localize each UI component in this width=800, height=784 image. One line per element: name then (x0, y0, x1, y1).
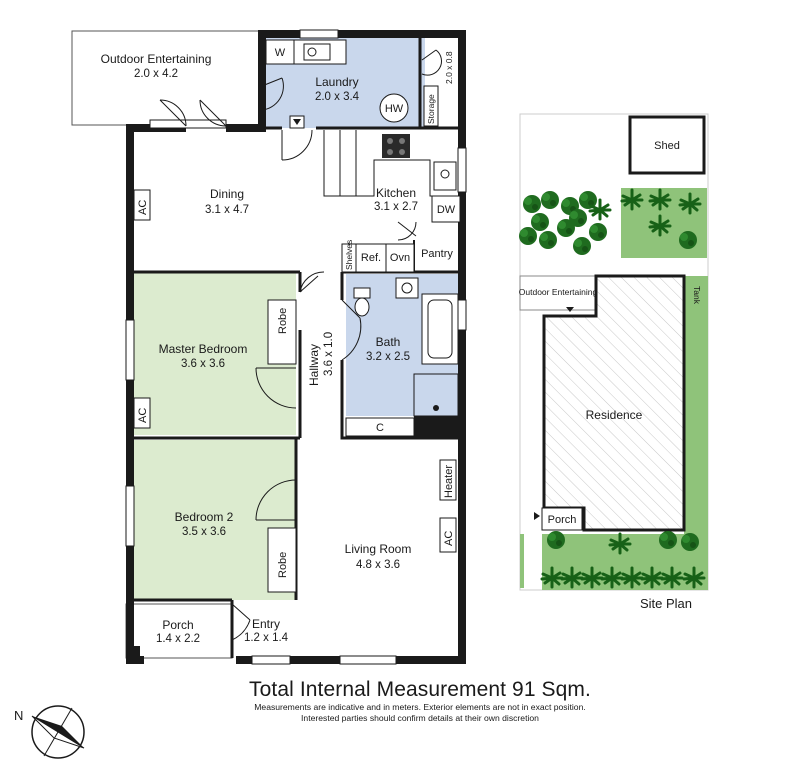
hot-water-unit (379, 93, 409, 123)
master-bedroom-name: Master Bedroom (159, 342, 248, 356)
basin-tap-icon (401, 282, 413, 294)
fridge-label: Ref. (361, 252, 381, 264)
outdoor-entertaining-name: Outdoor Entertaining (101, 52, 212, 66)
site-outdoor-entertaining (519, 275, 597, 311)
dining-name: Dining (210, 187, 244, 201)
laundry-name: Laundry (315, 75, 358, 89)
entry-dims: 1.2 x 1.4 (244, 632, 289, 644)
bath-wall-block (414, 416, 462, 438)
ac-unit (133, 397, 151, 429)
oven-box (385, 243, 415, 273)
fridge-box (355, 243, 387, 273)
residence-label: Residence (586, 408, 643, 422)
toilet-bowl-icon (354, 297, 370, 317)
footer: Total Internal Measurement 91 Sqm. Measu… (120, 678, 720, 724)
dishwasher-box (431, 195, 461, 223)
porch-pillar (126, 646, 140, 662)
kitchen-name: Kitchen (376, 186, 416, 200)
storage-label: Storage (426, 94, 436, 124)
disclaimer-line-2: Interested parties should confirm detail… (301, 713, 539, 723)
washer-label: W (275, 47, 286, 59)
dishwasher-label: DW (437, 204, 456, 216)
burner-icon (387, 138, 393, 144)
windows (125, 29, 467, 665)
ac-label-living: AC (443, 531, 455, 546)
laundry-arrow-glyph (293, 119, 301, 125)
robe-master (267, 299, 297, 365)
total-measurement: Total Internal Measurement 91 Sqm. (249, 678, 591, 701)
tank-label: Tank (692, 286, 702, 305)
pantry-label: Pantry (421, 248, 453, 260)
storage-box (423, 85, 439, 127)
living-room-name: Living Room (345, 542, 412, 556)
dining-dims: 3.1 x 4.7 (205, 204, 249, 216)
compass-rose: N (14, 705, 85, 759)
bedroom-2-name: Bedroom 2 (175, 510, 234, 524)
site-porch-label: Porch (548, 514, 577, 526)
shed (628, 115, 706, 175)
site-porch-arrow-icon (534, 512, 540, 520)
bathtub-inner-icon (427, 299, 453, 359)
burner-icon (399, 138, 405, 144)
site-plan-title: Site Plan (639, 596, 693, 611)
outdoor-entertaining-dims: 2.0 x 4.2 (134, 68, 178, 80)
compass-north-label: N (14, 708, 23, 723)
heater-label: Heater (443, 465, 455, 498)
bedroom-2-dims: 3.5 x 3.6 (182, 526, 226, 538)
hallway-name: Hallway (307, 344, 321, 386)
site-porch (541, 507, 583, 531)
site-arrow-icon (566, 307, 574, 312)
side-garden (684, 276, 708, 534)
burner-icon (399, 149, 405, 155)
oven-label: Ovn (390, 252, 410, 264)
shed-label: Shed (654, 140, 680, 152)
ac-unit (133, 189, 151, 221)
robe-label-bedroom-2: Robe (277, 552, 289, 578)
kitchen-dims: 3.1 x 2.7 (374, 201, 418, 213)
cooktop (382, 134, 410, 158)
hallway-dims: 3.6 x 1.0 (323, 332, 335, 376)
burner-icon (387, 149, 393, 155)
doors (159, 49, 442, 641)
ac-label-master: AC (137, 408, 149, 423)
robe-bedroom-2 (267, 527, 297, 593)
porch-dims: 1.4 x 2.2 (156, 633, 200, 645)
ac-unit (439, 517, 457, 553)
hot-water-label: HW (385, 103, 404, 115)
kitchen-bench (323, 130, 460, 197)
site-plan: Shed Outdoor Entertaining Tank Residence… (519, 113, 709, 591)
site-outdoor-entertaining-label: Outdoor Entertaining (519, 287, 598, 297)
ac-label-dining: AC (137, 200, 149, 215)
cupboard-box (345, 417, 415, 437)
bath-dims: 3.2 x 2.5 (366, 351, 410, 363)
robe-label-master: Robe (277, 308, 289, 334)
kitchen-sink-icon (433, 161, 457, 191)
shelves-label: Shelves (344, 240, 354, 270)
porch-name: Porch (162, 618, 193, 632)
bath-name: Bath (376, 335, 401, 349)
laundry-dims: 2.0 x 3.4 (315, 91, 360, 103)
disclaimer-line-1: Measurements are indicative and in meter… (254, 702, 586, 712)
living-room-dims: 4.8 x 3.6 (356, 559, 400, 571)
kitchen-tap-icon (440, 169, 450, 179)
basin-icon (395, 277, 419, 299)
shower-drain-icon (433, 405, 439, 411)
master-bedroom-dims: 3.6 x 3.6 (181, 358, 225, 370)
toilet-icon (353, 287, 371, 299)
storage-dims: 2.0 x 0.8 (444, 51, 454, 84)
front-strip (520, 534, 524, 588)
laundry-tap-icon (307, 47, 317, 57)
entry-name: Entry (252, 617, 280, 631)
cupboard-label: C (376, 422, 384, 434)
heater-box (439, 459, 457, 501)
